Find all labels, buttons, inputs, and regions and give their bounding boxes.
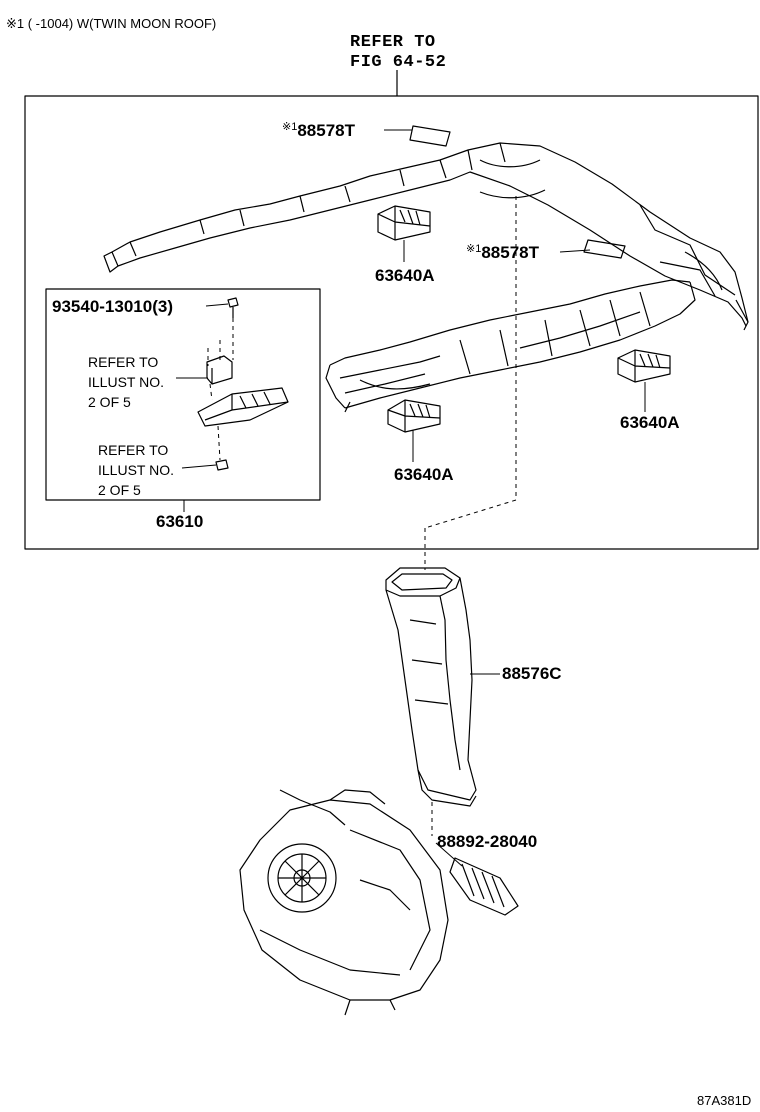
register-63640a-upper [377, 205, 431, 241]
clip-inset [206, 355, 233, 385]
part-label-63640a-left: 63640A [394, 465, 454, 484]
refer-illust-a-line3: 2 OF 5 [88, 394, 131, 410]
register-63640a-left [387, 399, 441, 433]
refer-illust-label-b: REFER TO ILLUST NO. 2 OF 5 [98, 440, 174, 500]
part-number: 88578T [481, 243, 540, 262]
refer-fig-label: REFER TO FIG 64-52 [350, 33, 446, 73]
refer-illust-label-a: REFER TO ILLUST NO. 2 OF 5 [88, 352, 164, 412]
part-label-63640a-right: 63640A [620, 413, 680, 432]
part-label-63640a-upper: 63640A [375, 266, 435, 285]
duct-88576c [385, 567, 477, 807]
pad-88578t-lower [583, 239, 626, 259]
main-frame [24, 95, 759, 550]
refer-illust-b-line3: 2 OF 5 [98, 482, 141, 498]
register-63640a-right [617, 349, 671, 383]
front-air-duct [325, 279, 696, 413]
refer-illust-b-line2: ILLUST NO. [98, 462, 174, 478]
refer-illust-b-line1: REFER TO [98, 442, 169, 458]
screw-93540 [227, 297, 239, 318]
pad-88578t-upper [409, 125, 451, 147]
refer-illust-a-line2: ILLUST NO. [88, 374, 164, 390]
figure-code: 87A381D [697, 1093, 752, 1108]
blower-unit [239, 789, 449, 1016]
part-label-88576c: 88576C [502, 664, 562, 683]
part-number: 88578T [297, 121, 356, 140]
part-label-88578t-upper: ※188578T [282, 121, 356, 140]
part-label-63610: 63610 [156, 512, 204, 531]
refer-illust-a-line1: REFER TO [88, 354, 159, 370]
refer-fig-line1: REFER TO [350, 33, 436, 52]
clip-small [215, 459, 229, 471]
part-label-88578t-lower: ※188578T [466, 243, 540, 262]
footnote: ※1 ( -1004) W(TWIN MOON ROOF) [6, 16, 217, 31]
rear-air-duct [103, 142, 749, 331]
note-mark: ※1 [282, 121, 298, 133]
note-mark: ※1 [466, 243, 482, 255]
refer-fig-line2: FIG 64-52 [350, 53, 447, 72]
inset-box [45, 288, 321, 501]
register-63610 [197, 387, 289, 427]
part-label-93540: 93540-13010(3) [52, 297, 173, 316]
air-filter-88892 [449, 857, 519, 916]
part-label-88892: 88892-28040 [437, 832, 538, 851]
